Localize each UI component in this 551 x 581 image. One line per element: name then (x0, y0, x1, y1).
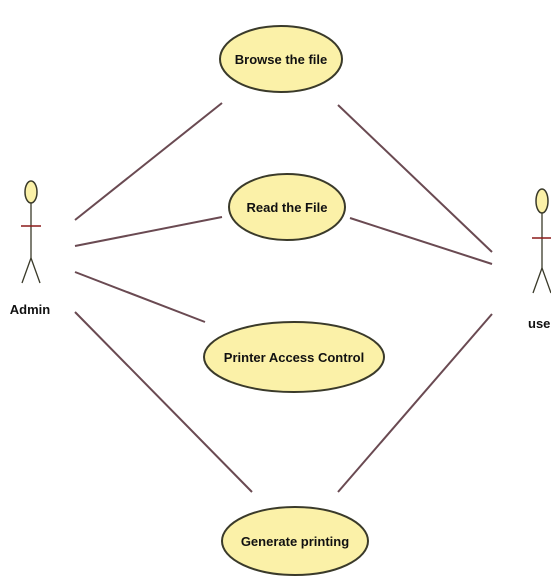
association-admin-read (74, 216, 223, 247)
use-case-browse-ellipse (219, 25, 343, 93)
association-admin-generate (74, 311, 253, 493)
association-admin-browse (74, 102, 223, 221)
use-case-read-label: Read the File (247, 200, 328, 215)
actor-admin-label: Admin (10, 302, 51, 317)
stick-figure-icon (532, 188, 551, 294)
actor-user-label: user (528, 316, 551, 331)
use-case-generate-ellipse (221, 506, 369, 576)
use-case-printer-ellipse (203, 321, 385, 393)
use-case-generate-label: Generate printing (241, 534, 349, 549)
use-case-printer[interactable]: Printer Access Control (203, 321, 385, 393)
actor-admin[interactable]: Admin (10, 180, 51, 317)
use-case-browse[interactable]: Browse the file (219, 25, 343, 93)
use-case-printer-label: Printer Access Control (224, 350, 364, 365)
use-case-read[interactable]: Read the File (228, 173, 346, 241)
association-admin-printer (74, 271, 206, 323)
stick-figure-icon (21, 180, 41, 284)
actor-user[interactable]: user (528, 188, 551, 331)
association-user-read (349, 217, 493, 265)
use-case-browse-label: Browse the file (235, 52, 327, 67)
use-case-generate[interactable]: Generate printing (221, 506, 369, 576)
use-case-read-ellipse (228, 173, 346, 241)
association-user-browse (337, 104, 493, 253)
association-user-generate (337, 313, 493, 493)
associations (74, 102, 493, 493)
